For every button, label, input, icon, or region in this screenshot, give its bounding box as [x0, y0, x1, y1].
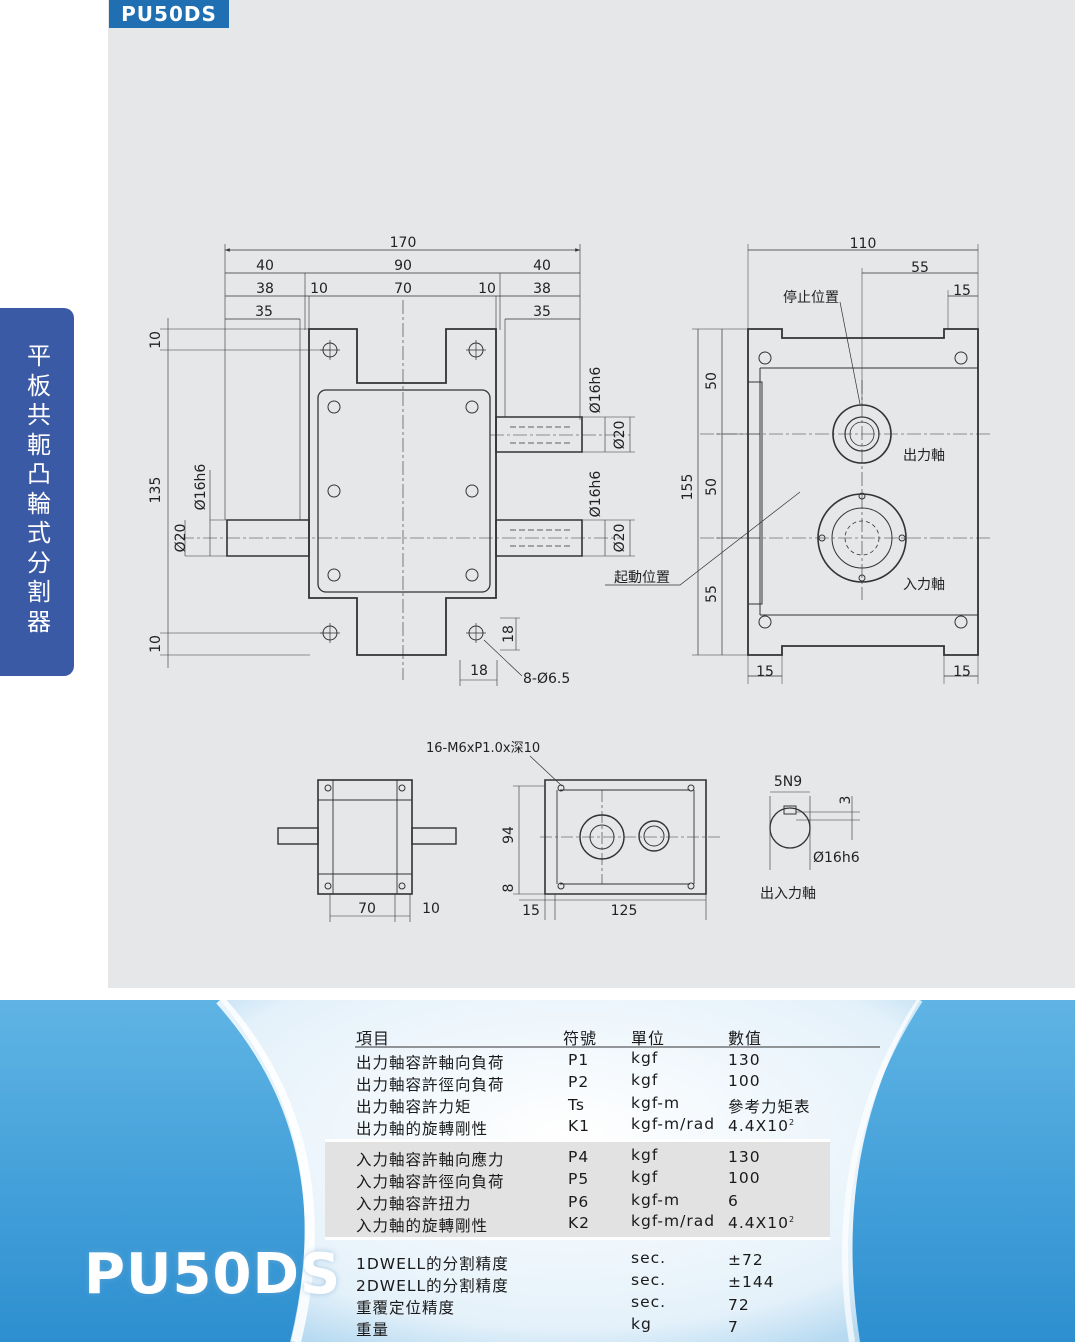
svg-text:90: 90: [394, 258, 412, 274]
svg-text:10: 10: [148, 635, 164, 653]
side-tab: [0, 308, 74, 676]
svg-text:10: 10: [478, 281, 496, 297]
svg-text:3: 3: [838, 796, 854, 805]
svg-text:94: 94: [501, 826, 517, 844]
svg-text:出入力軸: 出入力軸: [760, 886, 816, 902]
svg-text:35: 35: [255, 304, 273, 320]
bottom-views: [277, 755, 860, 922]
svg-text:18: 18: [501, 625, 517, 643]
svg-text:出力軸: 出力軸: [903, 448, 945, 464]
svg-text:50: 50: [704, 372, 720, 390]
dimension-labels: 170 40 90 40 38 10 70 10 38 35 35 10 135…: [148, 235, 971, 919]
svg-text:155: 155: [680, 474, 696, 501]
front-view: [160, 244, 801, 686]
svg-text:10: 10: [422, 901, 440, 917]
model-tag: PU50DS: [109, 0, 229, 28]
svg-text:10: 10: [310, 281, 328, 297]
svg-text:Ø20: Ø20: [173, 524, 189, 553]
svg-text:18: 18: [470, 663, 488, 679]
side-tab-title: 平板共軛凸輪式分割器: [27, 342, 51, 636]
svg-text:170: 170: [390, 235, 417, 251]
svg-text:起動位置: 起動位置: [614, 570, 670, 586]
svg-text:8-Ø6.5: 8-Ø6.5: [523, 671, 570, 687]
technical-drawing: 170 40 90 40 38 10 70 10 38 35 35 10 135…: [148, 235, 990, 922]
svg-text:Ø20: Ø20: [612, 421, 628, 450]
svg-text:70: 70: [358, 901, 376, 917]
svg-text:55: 55: [704, 585, 720, 603]
svg-text:Ø16h6: Ø16h6: [193, 464, 209, 511]
svg-text:35: 35: [533, 304, 551, 320]
model-title: PU50DS: [84, 1242, 342, 1307]
svg-text:停止位置: 停止位置: [783, 289, 839, 306]
svg-text:16-M6xP1.0x深10: 16-M6xP1.0x深10: [426, 741, 540, 756]
drawing-panel: [108, 0, 1075, 988]
svg-text:38: 38: [533, 281, 551, 297]
svg-text:5N9: 5N9: [774, 774, 802, 790]
svg-text:8: 8: [501, 884, 517, 893]
spec-section: [0, 1000, 1075, 1342]
svg-text:15: 15: [522, 903, 540, 919]
svg-text:125: 125: [611, 903, 638, 919]
svg-text:40: 40: [533, 258, 551, 274]
svg-text:135: 135: [148, 477, 164, 504]
svg-text:Ø16h6: Ø16h6: [813, 850, 860, 866]
svg-text:15: 15: [953, 664, 971, 680]
svg-text:Ø20: Ø20: [612, 524, 628, 553]
svg-text:Ø16h6: Ø16h6: [588, 367, 604, 414]
side-view: [692, 244, 990, 684]
svg-text:70: 70: [394, 281, 412, 297]
svg-text:Ø16h6: Ø16h6: [588, 471, 604, 518]
svg-text:15: 15: [756, 664, 774, 680]
svg-text:55: 55: [911, 260, 929, 276]
svg-text:10: 10: [148, 331, 164, 349]
svg-text:38: 38: [256, 281, 274, 297]
svg-text:50: 50: [704, 478, 720, 496]
svg-text:110: 110: [850, 236, 877, 252]
svg-text:入力軸: 入力軸: [903, 577, 945, 593]
svg-text:40: 40: [256, 258, 274, 274]
svg-text:15: 15: [953, 283, 971, 299]
